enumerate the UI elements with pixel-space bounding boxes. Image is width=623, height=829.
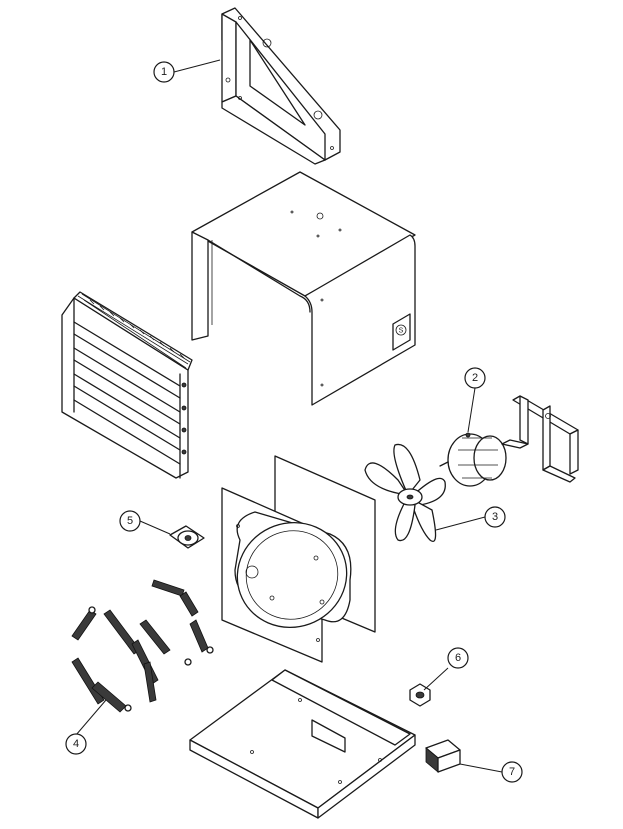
callout-3: 3 (484, 506, 506, 528)
element-insulators (71, 579, 214, 713)
heater-housing: S (191, 171, 416, 406)
callout-4: 4 (65, 733, 87, 755)
heating-element-assembly (61, 291, 193, 479)
fan-motor (439, 432, 507, 487)
callout-5: 5 (119, 510, 141, 532)
callout-1: 1 (153, 61, 175, 83)
callout-2-label: 2 (472, 372, 478, 384)
base-panel (189, 669, 416, 819)
brand-logo: S (392, 313, 411, 351)
callout-5-label: 5 (127, 515, 133, 527)
callout-7: 7 (501, 761, 523, 783)
callout-6: 6 (447, 647, 469, 669)
leader-lines (75, 59, 503, 773)
callout-3-label: 3 (492, 511, 498, 523)
motor-mount-bracket (501, 395, 579, 483)
fan-blade (364, 443, 446, 542)
callout-1-label: 1 (161, 66, 167, 78)
callout-7-label: 7 (509, 766, 515, 778)
callout-6-label: 6 (455, 652, 461, 664)
fan-control-thermostat (169, 525, 205, 549)
callout-2: 2 (464, 367, 486, 389)
fan-venturi-panel (221, 455, 376, 663)
brand-logo-text: S (399, 328, 404, 335)
callout-4-label: 4 (73, 738, 79, 750)
terminal-block (425, 739, 461, 773)
wall-bracket (221, 7, 341, 165)
